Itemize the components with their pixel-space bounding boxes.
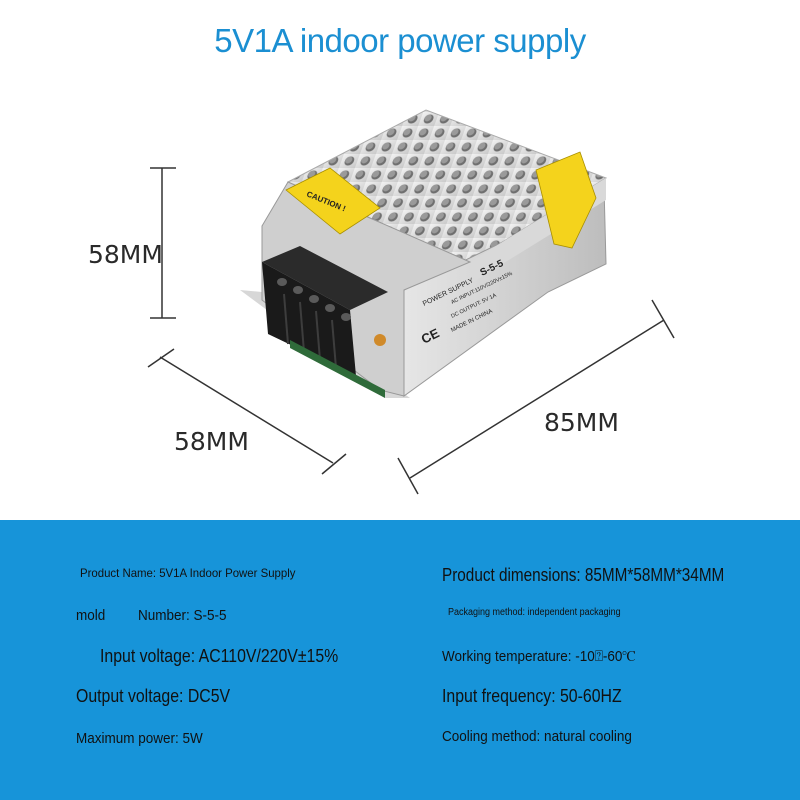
spec-max-power: Maximum power: 5W: [76, 730, 203, 747]
spec-panel: Product Name: 5V1A Indoor Power Supply m…: [0, 520, 800, 800]
spec-working-temperature: Working temperature: -10⍰-60℃: [442, 648, 636, 665]
spec-mold-label: mold: [76, 607, 106, 624]
spec-packaging: Packaging method: independent packaging: [448, 607, 621, 618]
spec-product-name: Product Name: 5V1A Indoor Power Supply: [80, 566, 296, 580]
spec-input-voltage: Input voltage: AC110V/220V±15%: [100, 646, 339, 666]
spec-product-dimensions: Product dimensions: 85MM*58MM*34MM: [442, 565, 725, 585]
power-supply-unit: [240, 109, 608, 398]
spec-cooling: Cooling method: natural cooling: [442, 728, 632, 745]
dimension-line-height: [150, 167, 176, 319]
terminal-block: [262, 246, 388, 376]
length-dimension-label: 85MM: [544, 408, 619, 437]
side-warning-label: [535, 151, 597, 249]
dimension-line-depth: [147, 348, 347, 475]
ce-mark: CE: [419, 325, 442, 347]
depth-dimension-label: 58MM: [174, 427, 249, 456]
spec-output-voltage: Output voltage: DC5V: [76, 686, 231, 706]
height-dimension-label: 58MM: [88, 240, 163, 269]
spec-input-frequency: Input frequency: 50-60HZ: [442, 686, 622, 706]
spec-number: Number: S-5-5: [138, 607, 227, 624]
dimension-line-length: [397, 299, 675, 495]
caution-label: [285, 167, 381, 235]
product-illustration: CAUTION ! POWER SUPPLY S-5-5 AC INPUT:11…: [147, 109, 675, 495]
power-supply-drawing: CAUTION ! POWER SUPPLY S-5-5 AC INPUT:11…: [147, 109, 675, 495]
page-title: 5V1A indoor power supply: [214, 22, 586, 59]
